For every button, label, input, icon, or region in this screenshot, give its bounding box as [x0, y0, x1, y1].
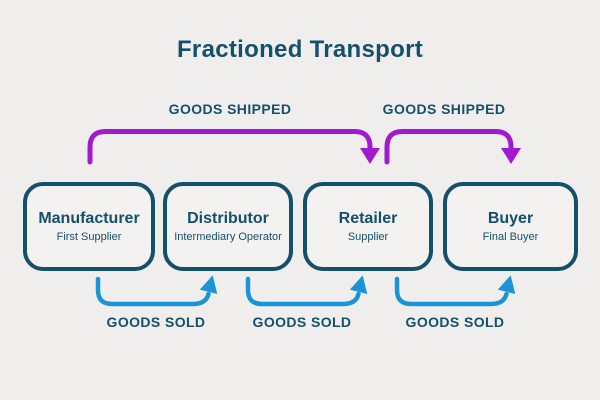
- shipped-arrow-retailer-to-buyer: [384, 129, 521, 165]
- goods-sold-label-1: GOODS SOLD: [106, 314, 206, 330]
- node-title: Manufacturer: [38, 210, 140, 228]
- arrowhead-up-icon: [199, 275, 218, 294]
- shipped-arrow-manufacturer-to-retailer: [87, 129, 380, 165]
- node-distributor: Distributor Intermediary Operator: [163, 182, 293, 271]
- node-title: Retailer: [338, 210, 398, 228]
- node-buyer: Buyer Final Buyer: [443, 182, 578, 271]
- goods-sold-label-3: GOODS SOLD: [405, 314, 505, 330]
- arrowhead-down-icon: [501, 148, 521, 164]
- node-manufacturer: Manufacturer First Supplier: [23, 182, 155, 271]
- node-title: Distributor: [187, 210, 269, 228]
- sold-arrow-distributor-to-retailer: [245, 275, 368, 307]
- goods-shipped-label-1: GOODS SHIPPED: [168, 101, 292, 117]
- node-subtitle: Supplier: [347, 230, 389, 243]
- sold-arrow-retailer-to-buyer: [394, 275, 516, 307]
- node-retailer: Retailer Supplier: [303, 182, 433, 271]
- goods-sold-label-2: GOODS SOLD: [252, 314, 352, 330]
- sold-arrow-manufacturer-to-distributor: [95, 275, 218, 307]
- arrowhead-up-icon: [497, 275, 516, 294]
- node-subtitle: Final Buyer: [482, 230, 539, 243]
- goods-shipped-label-2: GOODS SHIPPED: [382, 101, 506, 117]
- diagram-title: Fractioned Transport: [176, 36, 424, 63]
- arrowhead-up-icon: [349, 275, 368, 294]
- node-subtitle: Intermediary Operator: [174, 230, 282, 243]
- node-subtitle: First Supplier: [56, 230, 122, 243]
- node-title: Buyer: [487, 210, 534, 228]
- arrowhead-down-icon: [360, 148, 380, 164]
